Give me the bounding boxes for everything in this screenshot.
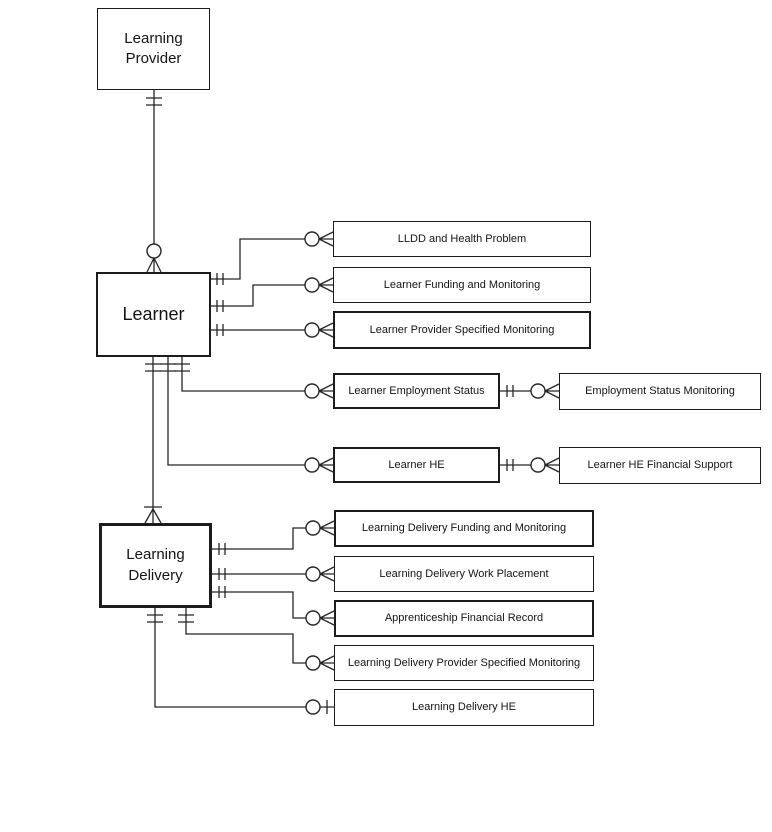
zero-circle-icon [304, 383, 320, 399]
rel-lhe-lhefs [500, 457, 560, 473]
rel-learning-provider-learner [146, 90, 162, 273]
entity-label: LLDD and Health Problem [397, 232, 527, 245]
zero-circle-icon [146, 243, 162, 259]
zero-circle-icon [304, 231, 320, 247]
crow-foot-icon [318, 457, 334, 473]
entity-employment-status-monitoring: Employment Status Monitoring [559, 373, 761, 410]
crow-foot-icon [144, 508, 162, 524]
zero-circle-icon [305, 655, 321, 671]
entity-learning-delivery-he: Learning Delivery HE [334, 689, 594, 726]
crow-foot-icon [319, 610, 335, 626]
zero-circle-icon [305, 610, 321, 626]
zero-circle-icon [304, 277, 320, 293]
entity-learner-provider-specified-monitoring: Learner Provider Specified Monitoring [333, 311, 591, 349]
one-one-ticks-icon [218, 568, 226, 580]
one-one-ticks-icon [147, 614, 163, 623]
entity-label: Learning Delivery Provider Specified Mon… [347, 656, 581, 669]
zero-circle-icon [304, 457, 320, 473]
entity-lldd-and-health-problem: LLDD and Health Problem [333, 221, 591, 257]
entity-label: Learner HE [388, 458, 445, 471]
entity-label: Employment Status Monitoring [585, 385, 735, 398]
rel-ld-ldwp [212, 566, 335, 582]
entity-label: Learner Funding and Monitoring [383, 278, 541, 291]
rel-learner-lfm [211, 277, 334, 312]
crow-foot-icon [146, 257, 162, 273]
rel-learner-lpsm [211, 322, 334, 338]
entity-label: Learning Delivery HE [412, 701, 516, 714]
zero-circle-icon [530, 383, 546, 399]
entity-label: Learner HE Financial Support [587, 459, 733, 472]
entity-learning-provider: Learning Provider [97, 8, 210, 90]
one-one-ticks-icon [216, 300, 224, 312]
entity-learning-delivery-funding-and-monitoring: Learning Delivery Funding and Monitoring [334, 510, 594, 547]
crow-foot-icon [318, 277, 334, 293]
crow-foot-icon [318, 322, 334, 338]
zero-circle-icon [530, 457, 546, 473]
one-one-ticks-icon [145, 363, 161, 372]
entity-label: Apprenticeship Financial Record [384, 612, 544, 625]
rel-ld-ldpsm [178, 608, 335, 671]
rel-learner-les [174, 357, 334, 399]
entity-learning-delivery-work-placement: Learning Delivery Work Placement [334, 556, 594, 592]
entity-learner-he-financial-support: Learner HE Financial Support [559, 447, 761, 484]
crow-foot-icon [319, 655, 335, 671]
entity-label: Learning Delivery Funding and Monitoring [361, 522, 567, 535]
crow-foot-icon [319, 520, 335, 536]
crow-foot-icon [544, 457, 560, 473]
one-one-ticks-icon [174, 363, 190, 372]
crow-foot-icon [318, 231, 334, 247]
one-one-ticks-icon [506, 459, 514, 471]
one-one-ticks-icon [506, 385, 514, 397]
one-one-ticks-icon [178, 614, 194, 623]
crow-foot-icon [318, 383, 334, 399]
entity-learner-funding-and-monitoring: Learner Funding and Monitoring [333, 267, 591, 303]
entity-learner-he: Learner HE [333, 447, 500, 483]
one-one-ticks-icon [160, 363, 176, 372]
one-one-ticks-icon [216, 324, 224, 336]
one-one-ticks-icon [218, 586, 226, 598]
one-one-ticks-icon [146, 97, 162, 106]
entity-label: Learner Employment Status [348, 384, 485, 397]
entity-learner: Learner [96, 272, 211, 357]
entity-learner-employment-status: Learner Employment Status [333, 373, 500, 409]
rel-les-esm [500, 383, 560, 399]
entity-label: Learner Provider Specified Monitoring [369, 323, 555, 336]
rel-learner-learning-delivery [144, 357, 162, 524]
rel-learner-lldd [211, 231, 334, 285]
entity-label: Learning Provider [124, 29, 183, 67]
crow-foot-icon [544, 383, 560, 399]
zero-circle-icon [305, 699, 321, 715]
zero-circle-icon [304, 322, 320, 338]
rel-ld-ldhe [147, 608, 334, 715]
one-one-ticks-icon [218, 543, 226, 555]
entity-label: Learning Delivery [126, 546, 185, 584]
rel-ld-ldfm [212, 520, 335, 555]
entity-learning-delivery-provider-specified-monitoring: Learning Delivery Provider Specified Mon… [334, 645, 594, 681]
rel-ld-afr [212, 586, 335, 626]
rel-learner-lhe [160, 357, 334, 473]
crow-foot-icon [319, 566, 335, 582]
zero-circle-icon [305, 566, 321, 582]
entity-learning-delivery: Learning Delivery [99, 523, 212, 608]
one-one-ticks-icon [216, 273, 224, 285]
entity-apprenticeship-financial-record: Apprenticeship Financial Record [334, 600, 594, 637]
entity-label: Learner [122, 304, 185, 325]
entity-label: Learning Delivery Work Placement [379, 567, 549, 580]
zero-circle-icon [305, 520, 321, 536]
